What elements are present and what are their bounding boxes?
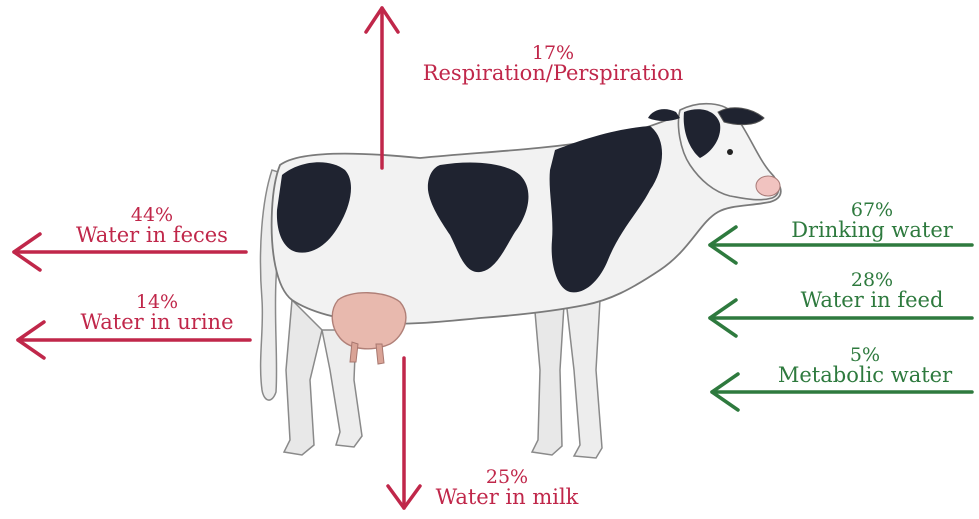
feed-text: Water in feed — [774, 290, 970, 311]
label-metabolic: 5% Metabolic water — [758, 346, 972, 386]
cow-teat — [350, 342, 358, 362]
cow-hind-leg-left — [284, 300, 322, 455]
drinking-text: Drinking water — [774, 220, 970, 241]
label-feces: 44% Water in feces — [62, 206, 242, 246]
milk-text: Water in milk — [418, 487, 596, 508]
urine-text: Water in urine — [64, 312, 250, 333]
cow-illustration — [260, 104, 780, 458]
label-milk: 25% Water in milk — [418, 468, 596, 508]
metabolic-text: Metabolic water — [758, 365, 972, 386]
cow-ear — [648, 109, 680, 121]
label-drinking: 67% Drinking water — [774, 201, 970, 241]
cow-front-leg-right — [566, 300, 602, 458]
respiration-text: Respiration/Perspiration — [402, 63, 704, 84]
cow-udder — [332, 293, 406, 349]
feces-text: Water in feces — [62, 225, 242, 246]
cow-nose — [756, 176, 780, 196]
label-feed: 28% Water in feed — [774, 271, 970, 311]
cow-ear — [718, 108, 764, 125]
arrow-respiration — [366, 8, 398, 168]
cow-teat — [376, 344, 384, 364]
cow-eye — [727, 149, 733, 155]
cow-front-leg-left — [532, 300, 564, 455]
label-urine: 14% Water in urine — [64, 293, 250, 333]
label-respiration: 17% Respiration/Perspiration — [402, 44, 704, 84]
arrow-milk — [388, 358, 420, 508]
